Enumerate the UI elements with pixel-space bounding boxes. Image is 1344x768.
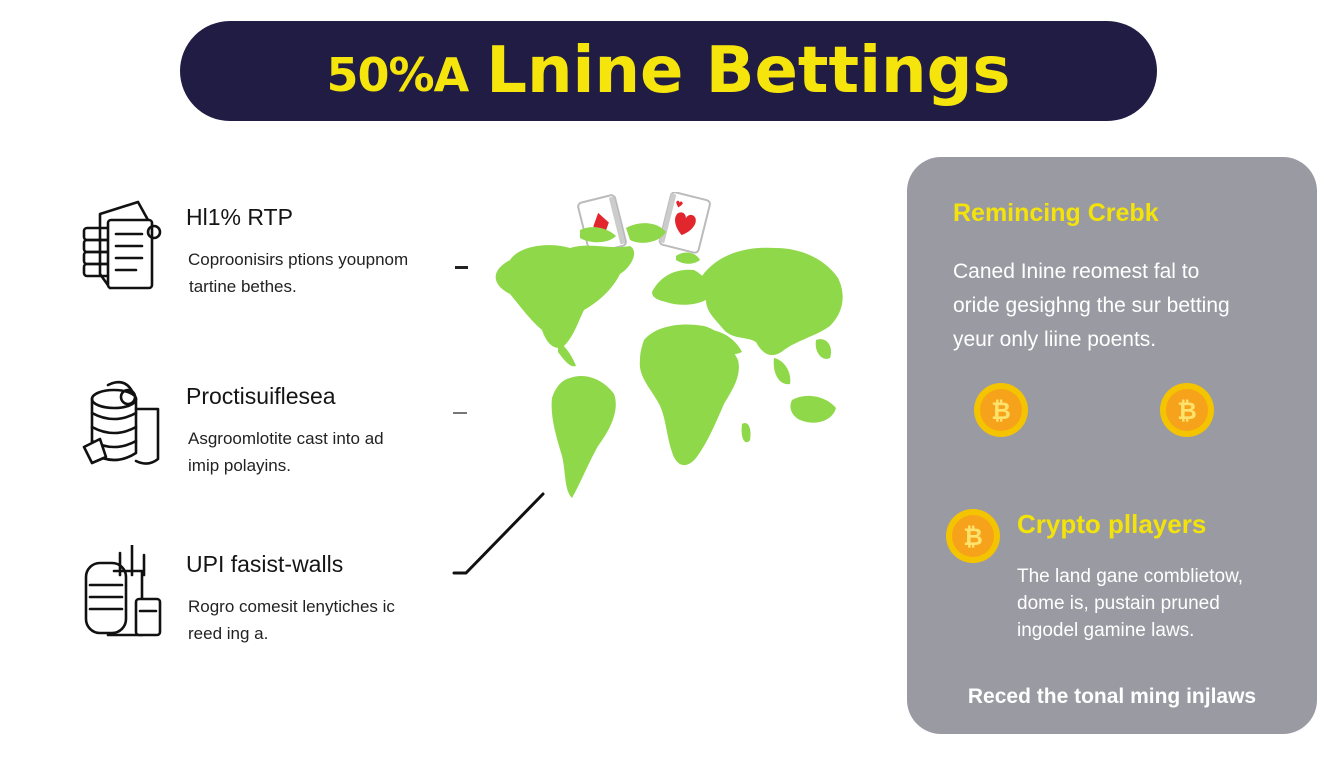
- feature-title: UPI fasist-walls: [186, 551, 344, 577]
- feature-title: Proctisuiflesea: [186, 383, 336, 409]
- world-map-icon: [480, 190, 860, 510]
- panel-description: Caned Inine reomest fal to oride gesighn…: [953, 255, 1293, 357]
- server-database-icon: [78, 543, 168, 645]
- title-banner: 50%A Lnine Bettings: [180, 21, 1157, 121]
- feature-item-upi: UPI fasist-walls Rogro comesit lenytiche…: [78, 543, 478, 655]
- feature-description: Rogro comesit lenytiches ic reed ing a.: [188, 593, 488, 647]
- feature-item-rtp: Hl1% RTP Coproonisirs ptions youpnom tar…: [78, 198, 478, 308]
- feature-desc-line: Coproonisirs ptions youpnom: [188, 250, 409, 269]
- panel-title: Remincing Crebk: [953, 199, 1159, 227]
- feature-item-protection: Proctisuiflesea Asgroomlotite cast into …: [78, 377, 478, 487]
- bitcoin-coin-icon: ₿: [946, 509, 1000, 563]
- crypto-text-line: ingodel gamine laws.: [1017, 620, 1195, 641]
- connector-dash: [453, 412, 467, 414]
- page-title: Lnine Bettings: [486, 34, 1011, 108]
- feature-desc-line: imip polayins.: [188, 456, 291, 475]
- bitcoin-coin-icon: ₿: [1160, 383, 1214, 437]
- feature-description: Asgroomlotite cast into ad imip polayins…: [188, 425, 488, 479]
- svg-text:♥: ♥: [674, 200, 684, 212]
- crypto-title: Crypto pllayers: [1017, 509, 1207, 539]
- coin-symbol: ₿: [991, 397, 1011, 425]
- crypto-description: The land gane comblietow, dome is, pusta…: [1017, 563, 1297, 644]
- coin-symbol: ₿: [1177, 397, 1197, 425]
- crypto-text-line: The land gane comblietow,: [1017, 566, 1244, 587]
- feature-desc-line: reed ing a.: [188, 624, 269, 643]
- coin-stack-icon: [78, 377, 168, 477]
- feature-title: Hl1% RTP: [186, 204, 293, 230]
- feature-desc-line: Asgroomlotite cast into ad: [188, 429, 384, 448]
- panel-footer: Reced the tonal ming injlaws: [967, 685, 1257, 708]
- feature-description: Coproonisirs ptions youpnom tartine beth…: [188, 246, 488, 300]
- coin-symbol: ₿: [963, 523, 983, 551]
- bitcoin-coin-icon: ₿: [974, 383, 1028, 437]
- panel-text-line: oride gesighng the sur betting: [953, 294, 1230, 317]
- feature-desc-line: Rogro comesit lenytiches ic: [188, 597, 395, 616]
- info-panel: Remincing Crebk Caned Inine reomest fal …: [907, 157, 1317, 734]
- crypto-text-line: dome is, pustain pruned: [1017, 593, 1220, 614]
- document-stack-icon: [78, 198, 168, 298]
- banner-prefix: 50%A: [326, 48, 469, 102]
- panel-text-line: Caned Inine reomest fal to: [953, 260, 1200, 283]
- connector-dash: [455, 266, 468, 269]
- feature-desc-line: tartine bethes.: [189, 277, 297, 296]
- panel-text-line: yeur only liine poents.: [953, 328, 1157, 351]
